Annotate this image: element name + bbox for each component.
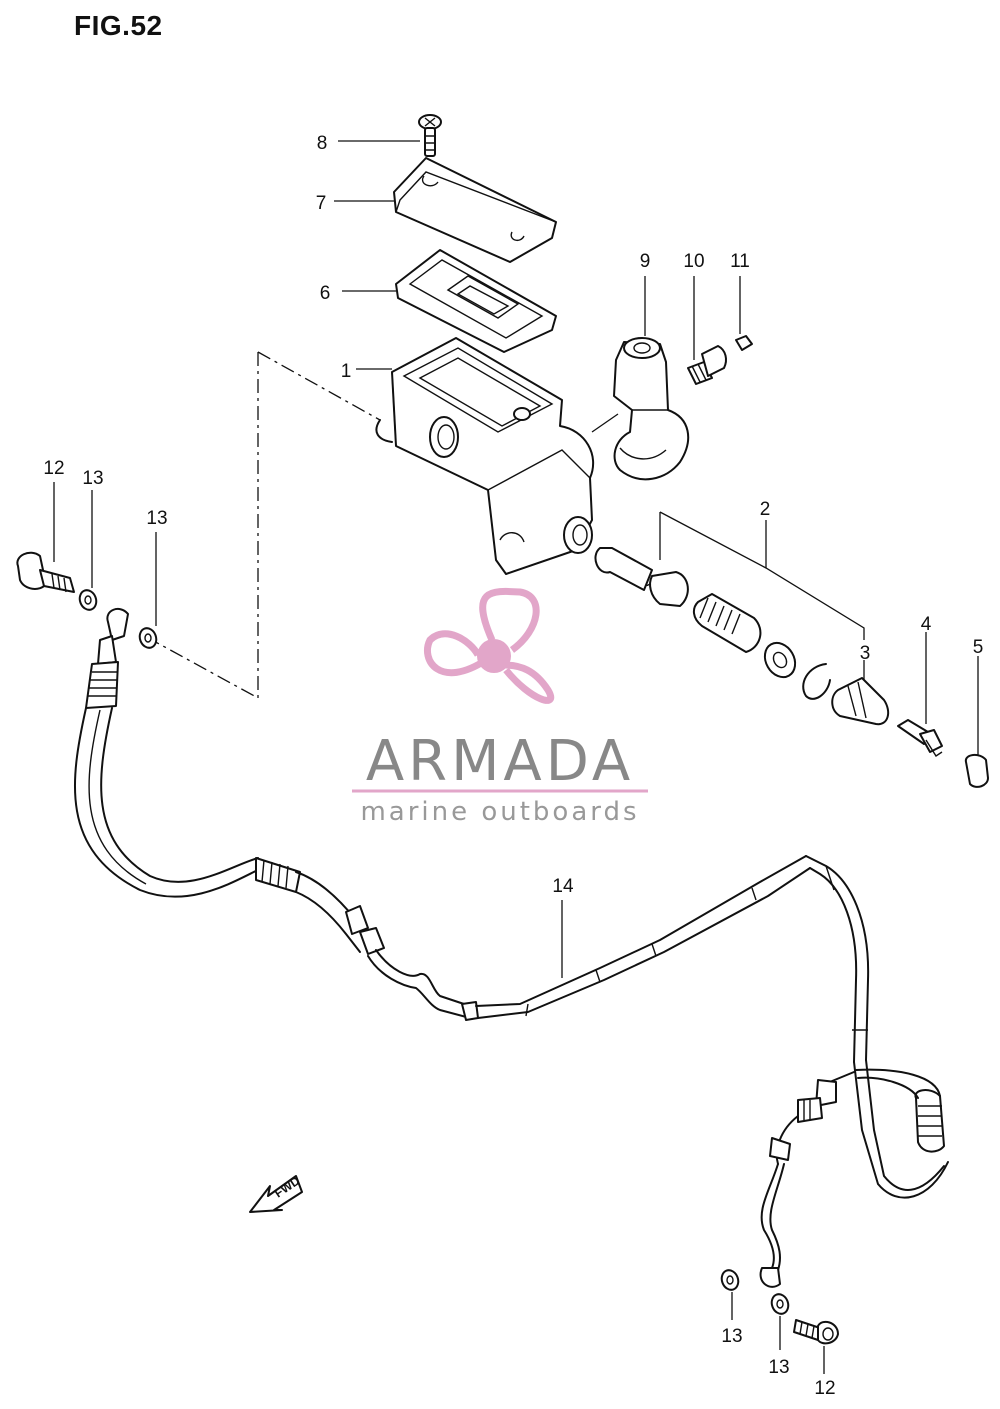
figure-title: FIG.52 <box>74 10 163 41</box>
part-8-screw <box>418 114 442 157</box>
part-3-dust-boot <box>831 677 890 726</box>
brand-name: ARMADA <box>366 729 634 794</box>
part-1-master-cylinder <box>375 337 595 575</box>
callout-12-bottom: 12 <box>814 1378 835 1399</box>
part-13-washer-top-b <box>138 627 158 649</box>
callout-8: 8 <box>317 133 328 154</box>
leader-9b <box>591 413 619 433</box>
callout-13-bottom-b: 13 <box>768 1357 789 1378</box>
callout-2: 2 <box>760 499 771 520</box>
part-7-reservoir-cover <box>393 157 557 263</box>
dashed-guide-top <box>257 351 381 421</box>
part-4-bleeder-screw <box>897 719 943 757</box>
callout-7: 7 <box>316 193 327 214</box>
part-6-diaphragm <box>395 249 557 353</box>
part-9-lever-bracket <box>613 337 689 481</box>
part-11-nut <box>735 335 753 351</box>
armada-logo: ARMADA marine outboards <box>352 587 648 827</box>
callout-5: 5 <box>973 637 984 658</box>
callout-13-top-a: 13 <box>82 468 103 489</box>
brand-tagline: marine outboards <box>360 797 639 827</box>
callout-4: 4 <box>921 614 932 635</box>
dashed-guide-left <box>151 352 259 700</box>
callout-13-bottom-a: 13 <box>721 1326 742 1347</box>
callout-3: 3 <box>860 643 871 664</box>
callout-1: 1 <box>341 361 352 382</box>
leader-2b <box>659 511 865 640</box>
part-12-union-bolt-top <box>16 551 75 593</box>
part-13-washer-bottom-a <box>720 1269 740 1291</box>
fwd-arrow-icon: FWD <box>249 1173 303 1213</box>
callout-13-top-b: 13 <box>146 508 167 529</box>
propeller-icon <box>424 587 555 704</box>
callout-9: 9 <box>640 251 651 272</box>
part-13-washer-bottom-b <box>770 1293 790 1315</box>
part-12-union-bolt-bottom <box>793 1319 839 1345</box>
part-13-washer-top-a <box>78 589 98 611</box>
callout-10: 10 <box>683 251 704 272</box>
part-10-pivot-bolt <box>687 345 727 385</box>
callout-6: 6 <box>320 283 331 304</box>
part-14-clutch-hose <box>73 607 949 1288</box>
callout-11: 11 <box>730 251 750 272</box>
part-5-bleeder-cap <box>964 754 989 788</box>
callout-14: 14 <box>552 876 574 897</box>
callout-12-top: 12 <box>43 458 64 479</box>
part-2-piston-kit <box>594 547 831 700</box>
